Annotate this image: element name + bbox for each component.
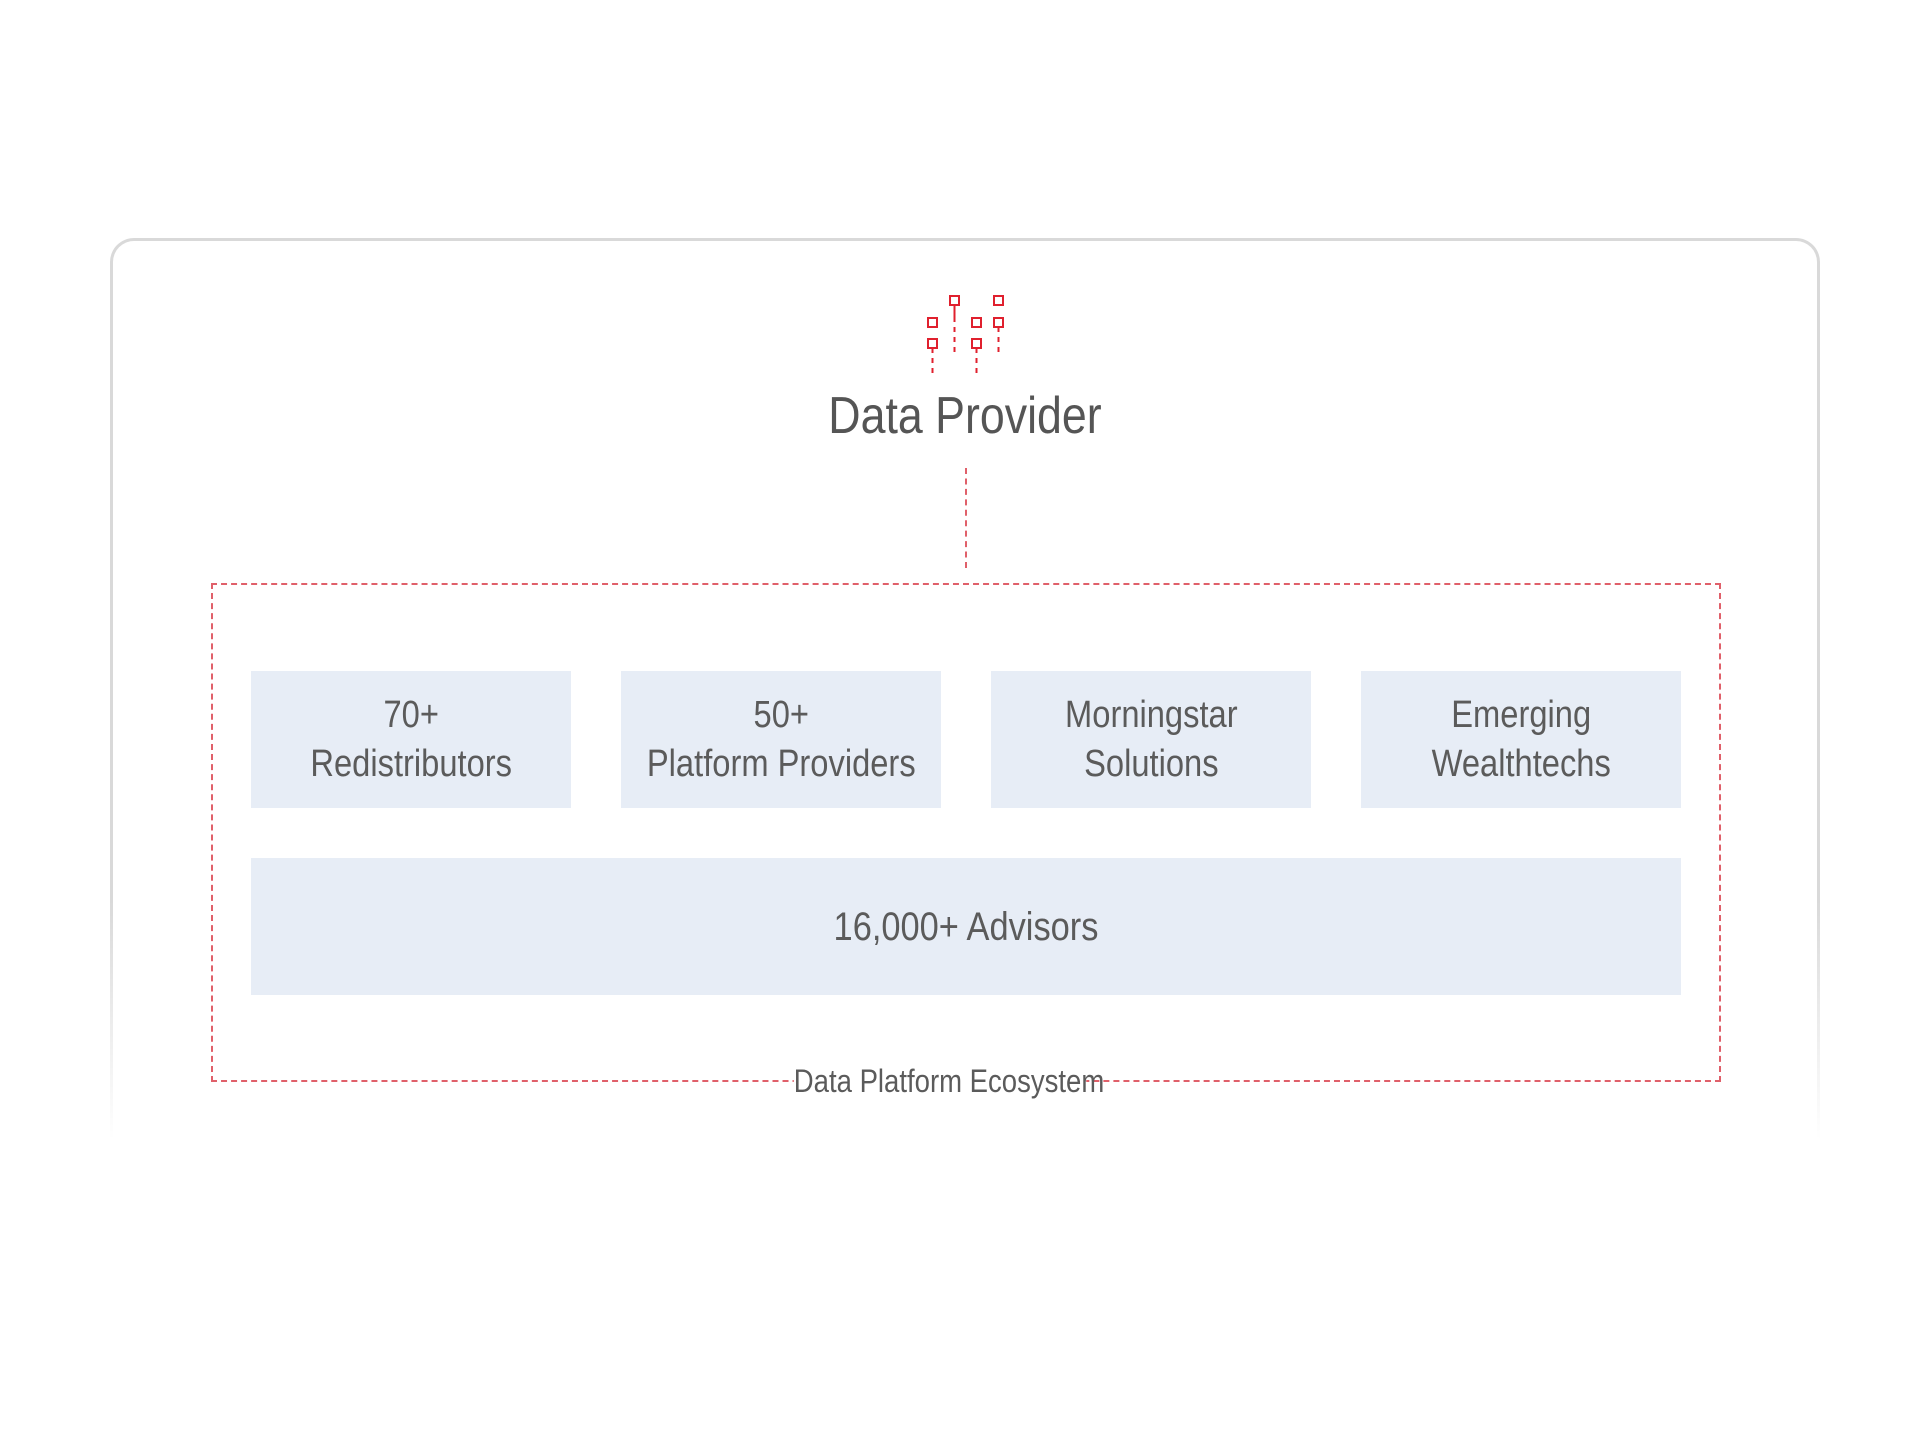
connector-line [965,468,967,568]
tile-count: 50+ [753,693,809,736]
tile-redistributors: 70+ Redistributors [251,671,571,808]
advisors-bar: 16,000+ Advisors [251,858,1681,995]
provider-title: Data Provider [828,387,1102,445]
ecosystem-label: Data Platform Ecosystem [793,1059,1104,1103]
tile-label-line1: Morningstar [1064,693,1238,736]
tile-label: Redistributors [310,742,512,785]
tile-morningstar-solutions: Morningstar Solutions [991,671,1311,808]
advisors-label: 16,000+ Advisors [833,904,1099,949]
tile-count: 70+ [383,693,439,736]
tile-emerging-wealthtechs: Emerging Wealthtechs [1361,671,1681,808]
tile-label: Platform Providers [646,742,916,785]
tile-label-line1: Emerging [1451,693,1591,736]
tile-label-line2: Solutions [1083,742,1219,785]
ecosystem-boundary [211,583,1721,1082]
data-provider-icon [927,295,1004,376]
tile-platform-providers: 50+ Platform Providers [621,671,941,808]
tile-label-line2: Wealthtechs [1431,742,1611,785]
